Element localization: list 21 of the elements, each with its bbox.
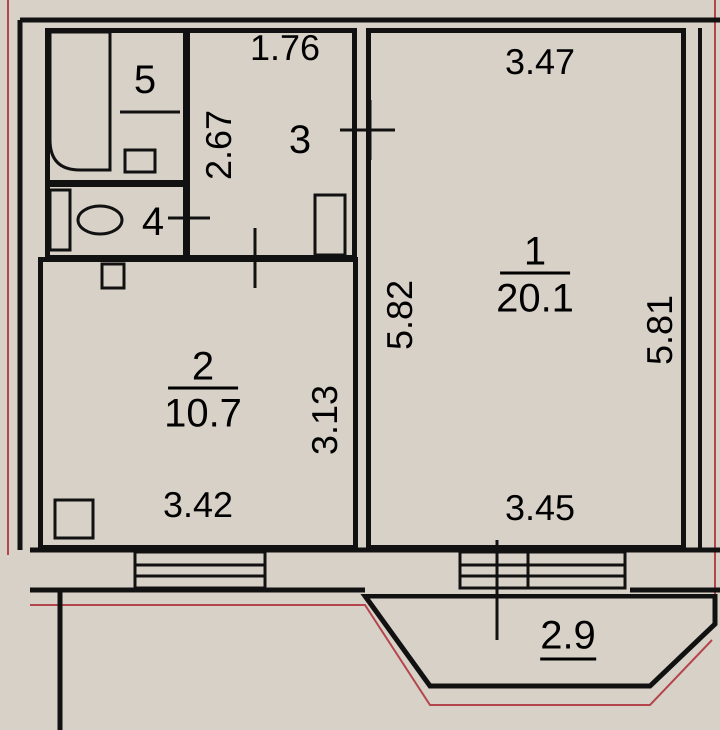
room-outline xyxy=(366,28,686,550)
dimension-label: 5.82 xyxy=(382,280,418,350)
dimension-label: 3.13 xyxy=(307,384,343,456)
room-number: 2 xyxy=(168,346,238,390)
dimension-label: 3.45 xyxy=(504,490,576,526)
room-number: 4 xyxy=(142,202,164,242)
balcony-area: 2.9 xyxy=(540,614,596,660)
room-outline xyxy=(38,257,358,550)
dimension-label: 3.47 xyxy=(504,44,576,80)
dimension-label: 3.42 xyxy=(162,487,234,523)
room-outline xyxy=(45,28,188,185)
room-number: 5 xyxy=(134,60,156,100)
room-area: 10.7 xyxy=(164,394,242,434)
room-number: 1 xyxy=(500,232,570,274)
room-area: 20.1 xyxy=(496,278,574,318)
dimension-label: 5.81 xyxy=(642,294,678,366)
dimension-label: 2.67 xyxy=(201,110,237,180)
room-outline xyxy=(45,182,188,260)
room-number: 3 xyxy=(288,120,312,160)
room-outline xyxy=(185,28,357,260)
dimension-label: 1.76 xyxy=(250,30,320,66)
